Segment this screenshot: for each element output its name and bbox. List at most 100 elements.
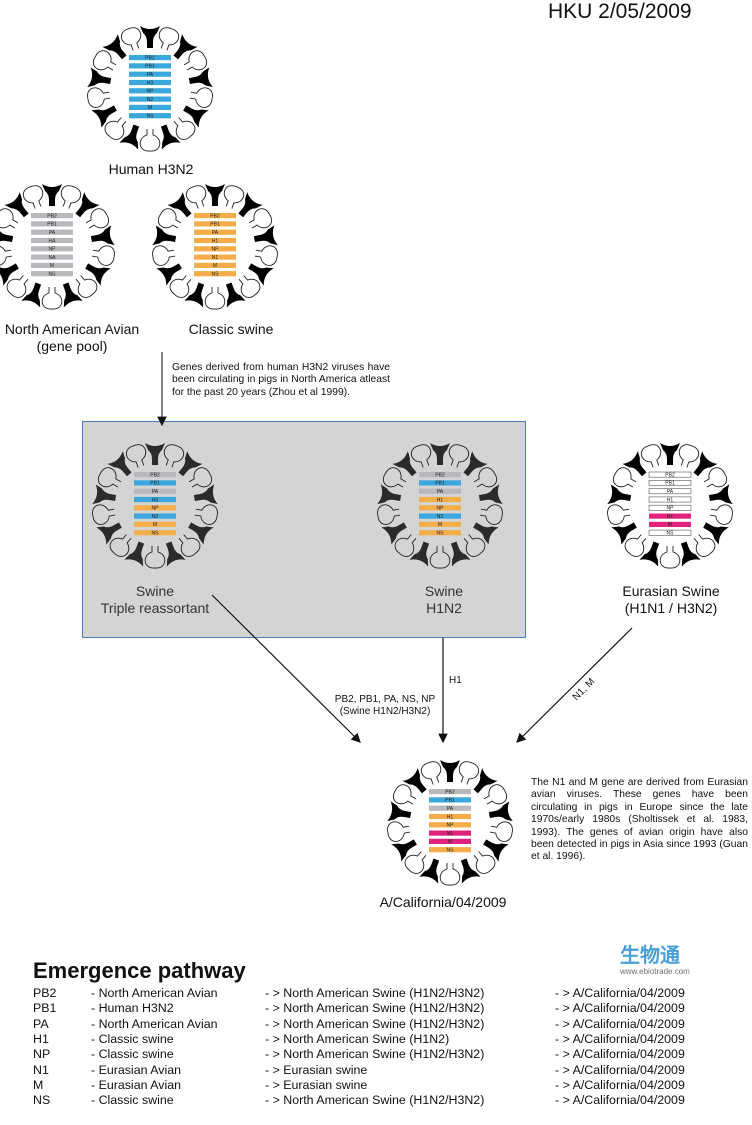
- gene-cell: NP: [33, 1047, 51, 1062]
- na-spike-icon: [640, 444, 662, 468]
- na-spike-icon: [0, 208, 19, 229]
- destination-cell: - > A/California/04/2009: [555, 1047, 685, 1062]
- segment-bar-pb2: [194, 213, 236, 219]
- na-spike-icon: [109, 534, 132, 557]
- segment-bar-pb1: [31, 221, 73, 227]
- segment-label: N1: [667, 514, 674, 520]
- intermediate-cell: - > North American Swine (H1N2/H3N2): [265, 1093, 485, 1108]
- na-spike-icon: [489, 821, 513, 842]
- segment-bar-m: [129, 104, 171, 110]
- ha-spike-icon: [193, 484, 218, 505]
- gene-cell: H1: [33, 1031, 49, 1046]
- segment-bar-pa: [419, 488, 461, 494]
- segment-bar-h3: [129, 79, 171, 86]
- segment-bar-pb2: [419, 472, 461, 478]
- origin-cell: - Classic swine: [91, 1047, 174, 1062]
- segment-label: M: [153, 522, 157, 528]
- pathway-row: PB1- Human H3N2- > North American Swine …: [33, 1001, 733, 1016]
- segment-label: NS: [49, 272, 57, 278]
- intermediate-cell: - > North American Swine (H1N2/H3N2): [265, 1047, 485, 1062]
- segment-label: N1: [447, 831, 454, 837]
- segment-label: NS: [437, 531, 445, 537]
- segment-label: PA: [447, 806, 454, 812]
- ha-spike-icon: [253, 225, 278, 246]
- destination-cell: - > A/California/04/2009: [555, 1093, 685, 1108]
- segment-bar-m: [429, 838, 471, 844]
- na-spike-icon: [204, 287, 226, 310]
- na-spike-icon: [703, 467, 728, 488]
- pathway-row: NS- Classic swine- > North American Swin…: [33, 1093, 733, 1108]
- ha-spike-icon: [178, 451, 203, 477]
- segment-bar-pb1: [194, 221, 236, 227]
- na-spike-icon: [463, 534, 486, 557]
- segment-label: PB1: [445, 798, 455, 804]
- na-spike-icon: [92, 504, 116, 525]
- label-human-h3n2: Human H3N2: [108, 161, 194, 177]
- arrow-label-triple: PB2, PB1, PA, NS, NP(Swine H1N2/H3N2): [334, 694, 436, 717]
- na-spike-icon: [479, 504, 503, 525]
- segment-bar-np: [648, 504, 692, 511]
- na-spike-icon: [458, 761, 480, 785]
- label-a-california: A/California/04/2009: [379, 894, 507, 910]
- segment-bar-ns: [129, 113, 171, 119]
- segment-bar-h1: [194, 237, 236, 244]
- ha-spike-icon: [381, 522, 407, 545]
- ha-spike-icon: [87, 67, 112, 88]
- ha-spike-icon: [90, 225, 115, 246]
- ha-spike-icon: [483, 839, 509, 862]
- pathway-row: M- Eurasian Avian- > Eurasian swine- > A…: [33, 1078, 733, 1093]
- segment-label: PA: [212, 230, 219, 236]
- na-spike-icon: [387, 821, 411, 842]
- segment-bar-pa: [31, 229, 73, 235]
- pathway-row: PB2- North American Avian- > North Ameri…: [33, 986, 733, 1001]
- na-spike-icon: [678, 444, 700, 468]
- segment-label: NA: [49, 255, 57, 261]
- ha-spike-icon: [440, 760, 460, 782]
- ha-spike-icon: [377, 484, 402, 505]
- segment-label: PB1: [665, 481, 675, 487]
- na-spike-icon: [185, 185, 207, 209]
- ha-spike-icon: [248, 263, 274, 286]
- na-spike-icon: [473, 467, 498, 488]
- intermediate-cell: - > North American Swine (H1N2/H3N2): [265, 986, 485, 1000]
- na-spike-icon: [612, 467, 637, 488]
- ha-spike-icon: [21, 282, 42, 308]
- segment-bar-pb2: [31, 213, 73, 219]
- na-spike-icon: [152, 245, 176, 266]
- segment-bar-pa: [134, 488, 176, 494]
- gene-cell: N1: [33, 1062, 49, 1077]
- ha-spike-icon: [639, 541, 660, 567]
- segment-label: M: [438, 522, 442, 528]
- na-spike-icon: [85, 208, 110, 229]
- origin-cell: - Classic swine: [91, 1031, 174, 1046]
- ha-spike-icon: [156, 263, 182, 286]
- ha-spike-icon: [622, 451, 647, 477]
- ha-spike-icon: [0, 225, 14, 246]
- destination-cell: - > A/California/04/2009: [555, 1001, 685, 1016]
- segment-bar-ns: [429, 847, 471, 853]
- segment-bar-n2: [419, 513, 461, 519]
- ha-spike-icon: [91, 105, 117, 128]
- segment-label: NP: [212, 247, 220, 253]
- na-spike-icon: [0, 245, 13, 266]
- segment-bar-h1: [429, 813, 471, 820]
- ha-spike-icon: [205, 184, 225, 206]
- na-spike-icon: [158, 27, 180, 51]
- intermediate-cell: - > North American Swine (H1N2/H3N2): [265, 1001, 485, 1016]
- ha-spike-icon: [660, 443, 680, 465]
- segment-bar-pb2: [648, 471, 692, 478]
- ha-spike-icon: [460, 858, 481, 884]
- na-spike-icon: [377, 504, 401, 525]
- note-eurasian-genes: The N1 and M gene are derived from Euras…: [531, 777, 748, 863]
- ha-spike-icon: [402, 768, 427, 794]
- na-spike-icon: [189, 87, 213, 108]
- na-spike-icon: [144, 546, 166, 569]
- na-spike-icon: [120, 27, 142, 51]
- ha-spike-icon: [473, 522, 499, 545]
- na-spike-icon: [169, 275, 192, 298]
- segment-bar-np: [419, 505, 461, 511]
- segment-label: H3: [152, 497, 159, 503]
